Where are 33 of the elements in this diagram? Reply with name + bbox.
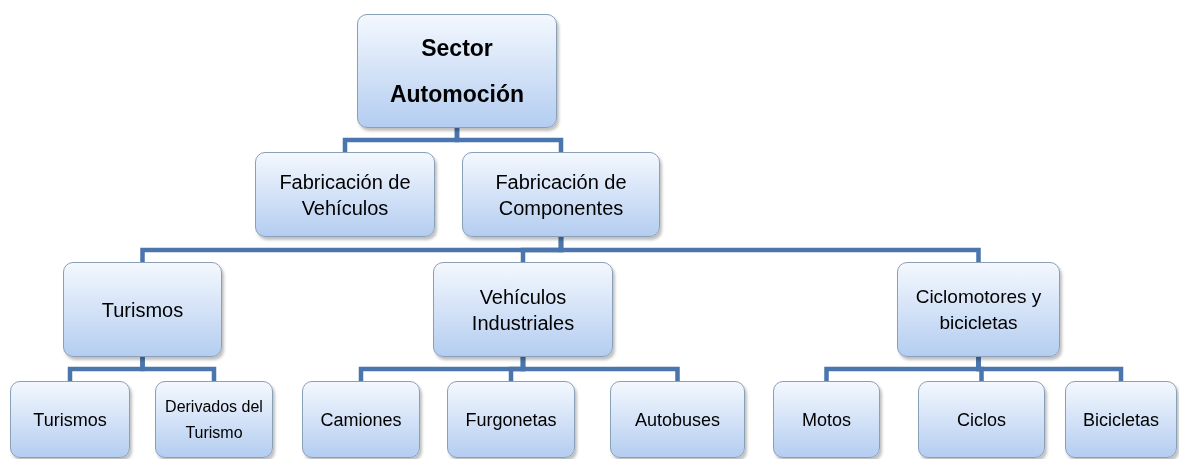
connector-line (976, 357, 1124, 381)
box-label: Bicicletas (1083, 408, 1159, 432)
box-label: Motos (802, 408, 851, 432)
org-box (773, 381, 880, 458)
org-box (447, 381, 575, 458)
box-label: Autobuses (634, 408, 721, 432)
org-box (610, 381, 745, 458)
connector-line (558, 237, 981, 262)
box-label: Sector Automoción (388, 34, 526, 109)
org-box (357, 14, 557, 128)
box-label: Ciclos (957, 408, 1006, 432)
connector-line (520, 357, 680, 381)
org-box (155, 381, 273, 458)
org-box (63, 262, 222, 357)
box-label: Derivados del Turismo (164, 396, 264, 443)
box-label: Turismos (101, 297, 184, 323)
org-box (255, 152, 435, 237)
org-box (10, 381, 130, 458)
box-label: Furgonetas (465, 408, 557, 432)
connector-line (454, 128, 564, 152)
box-label: Fabricación de Componentes (494, 169, 628, 221)
box-label: Turismos (33, 408, 107, 432)
org-box (1065, 381, 1177, 458)
org-box (918, 381, 1045, 458)
org-box (302, 381, 420, 458)
org-box (897, 262, 1060, 357)
box-label: Vehículos Industriales (470, 284, 576, 336)
box-label: Fabricación de Vehículos (278, 169, 412, 221)
box-label: Ciclomotores y bicicletas (914, 284, 1043, 335)
org-box (433, 262, 613, 357)
box-label: Camiones (320, 408, 402, 432)
org-box (462, 152, 660, 237)
connector-line (140, 357, 217, 381)
